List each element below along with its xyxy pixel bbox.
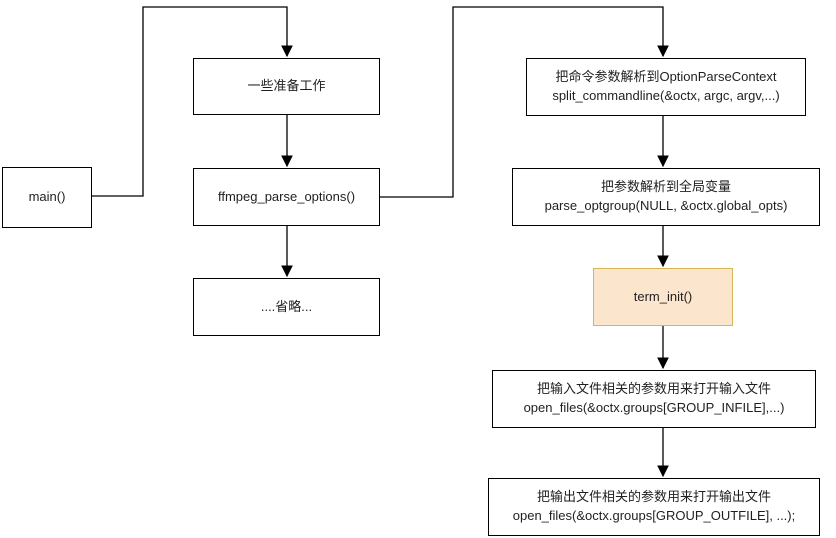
node-split-commandline-code: split_commandline(&octx, argc, argv,...) <box>552 88 780 103</box>
node-main: main() <box>2 167 92 228</box>
node-preparation-label: 一些准备工作 <box>247 78 326 94</box>
node-term-init: term_init() <box>593 268 733 326</box>
node-parse-optgroup: 把参数解析到全局变量 parse_optgroup(NULL, &octx.gl… <box>512 168 820 226</box>
connector-main-to-prep <box>92 6 293 197</box>
node-ffmpeg-parse-options-label: ffmpeg_parse_options() <box>217 188 356 204</box>
node-open-output-files-code: open_files(&octx.groups[GROUP_OUTFILE], … <box>512 508 796 523</box>
node-open-output-files-desc: 把输出文件相关的参数用来打开输出文件 <box>536 489 771 505</box>
node-open-input-files-code: open_files(&octx.groups[GROUP_INFILE],..… <box>523 400 785 415</box>
node-main-label: main() <box>28 189 66 205</box>
node-omitted-label: ....省略... <box>260 298 313 314</box>
node-split-commandline-desc: 把命令参数解析到OptionParseContext <box>555 69 777 85</box>
node-term-init-label: term_init() <box>633 288 693 304</box>
node-parse-optgroup-code: parse_optgroup(NULL, &octx.global_opts) <box>544 198 788 213</box>
node-parse-optgroup-desc: 把参数解析到全局变量 <box>600 179 731 195</box>
node-open-input-files-desc: 把输入文件相关的参数用来打开输入文件 <box>536 381 771 397</box>
node-split-commandline: 把命令参数解析到OptionParseContext split_command… <box>526 58 806 116</box>
node-open-output-files: 把输出文件相关的参数用来打开输出文件 open_files(&octx.grou… <box>488 478 820 536</box>
connector-parse-options-to-split-cmdline <box>380 6 669 198</box>
node-open-input-files: 把输入文件相关的参数用来打开输入文件 open_files(&octx.grou… <box>492 370 816 428</box>
node-preparation: 一些准备工作 <box>193 58 380 115</box>
node-omitted: ....省略... <box>193 278 380 336</box>
node-ffmpeg-parse-options: ffmpeg_parse_options() <box>193 168 380 226</box>
